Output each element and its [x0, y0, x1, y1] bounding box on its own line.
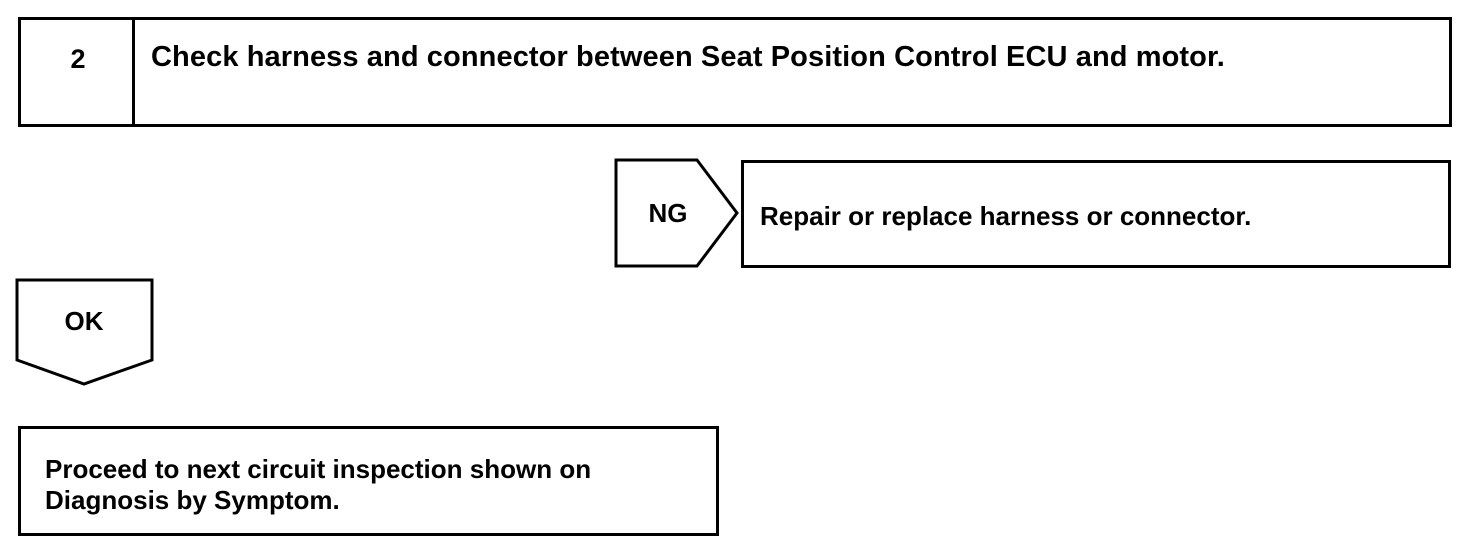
ok-label: OK	[64, 306, 104, 336]
final-action-text: Proceed to next circuit inspection shown…	[45, 454, 705, 516]
step-header-box: 2 Check harness and connector between Se…	[18, 17, 1452, 127]
final-action-box: Proceed to next circuit inspection shown…	[18, 426, 719, 536]
ng-result-text: Repair or replace harness or connector.	[760, 201, 1252, 231]
final-action-line-2: Diagnosis by Symptom.	[45, 485, 340, 515]
ng-result-box: Repair or replace harness or connector.	[741, 160, 1451, 268]
ng-label: NG	[648, 198, 688, 228]
step-number: 2	[70, 44, 86, 74]
step-number-cell: 2	[21, 20, 135, 124]
step-title: Check harness and connector between Seat…	[151, 41, 1225, 73]
final-action-line-1: Proceed to next circuit inspection shown…	[45, 454, 592, 484]
